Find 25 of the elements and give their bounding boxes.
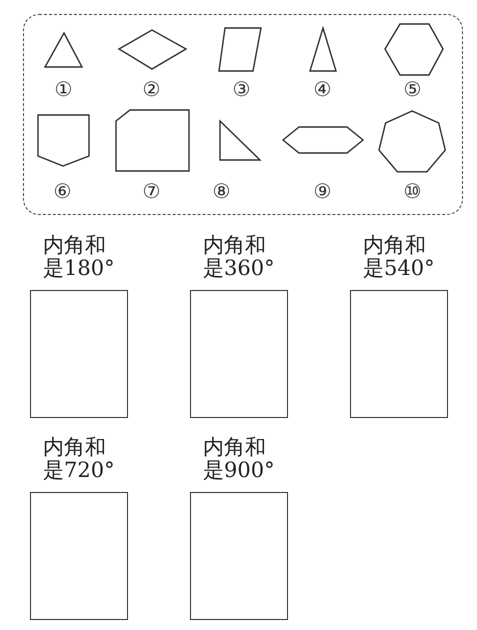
circled-number: ⑧ [212,180,230,202]
hexagon-shape [282,126,364,154]
heading-text: 内角和是720° [43,436,116,482]
dashed-panel [23,14,463,215]
circled-number: ① [54,78,72,100]
triangle-shape [308,26,336,72]
parallelogram-shape [218,26,262,72]
circled-number: ⑤ [404,78,422,100]
hexagon-shape [384,22,444,76]
heptagon-shape [378,110,447,172]
heading-text: 内角和是180° [43,234,116,280]
circled-number: ② [142,78,160,100]
triangle-shape [44,32,82,68]
pentagon-shape [36,114,90,166]
circled-number: ⑦ [142,180,160,202]
heading-text: 内角和是360° [203,234,276,280]
heading-text: 内角和是900° [203,436,276,482]
heading-text: 内角和是540° [363,234,436,280]
circled-number: ④ [314,78,332,100]
circled-number: ⑩ [404,180,422,202]
rhombus-shape [118,28,186,70]
circled-number: ③ [232,78,250,100]
circled-number: ⑥ [54,180,72,202]
triangle-shape [218,120,260,160]
circled-number: ⑨ [314,180,332,202]
